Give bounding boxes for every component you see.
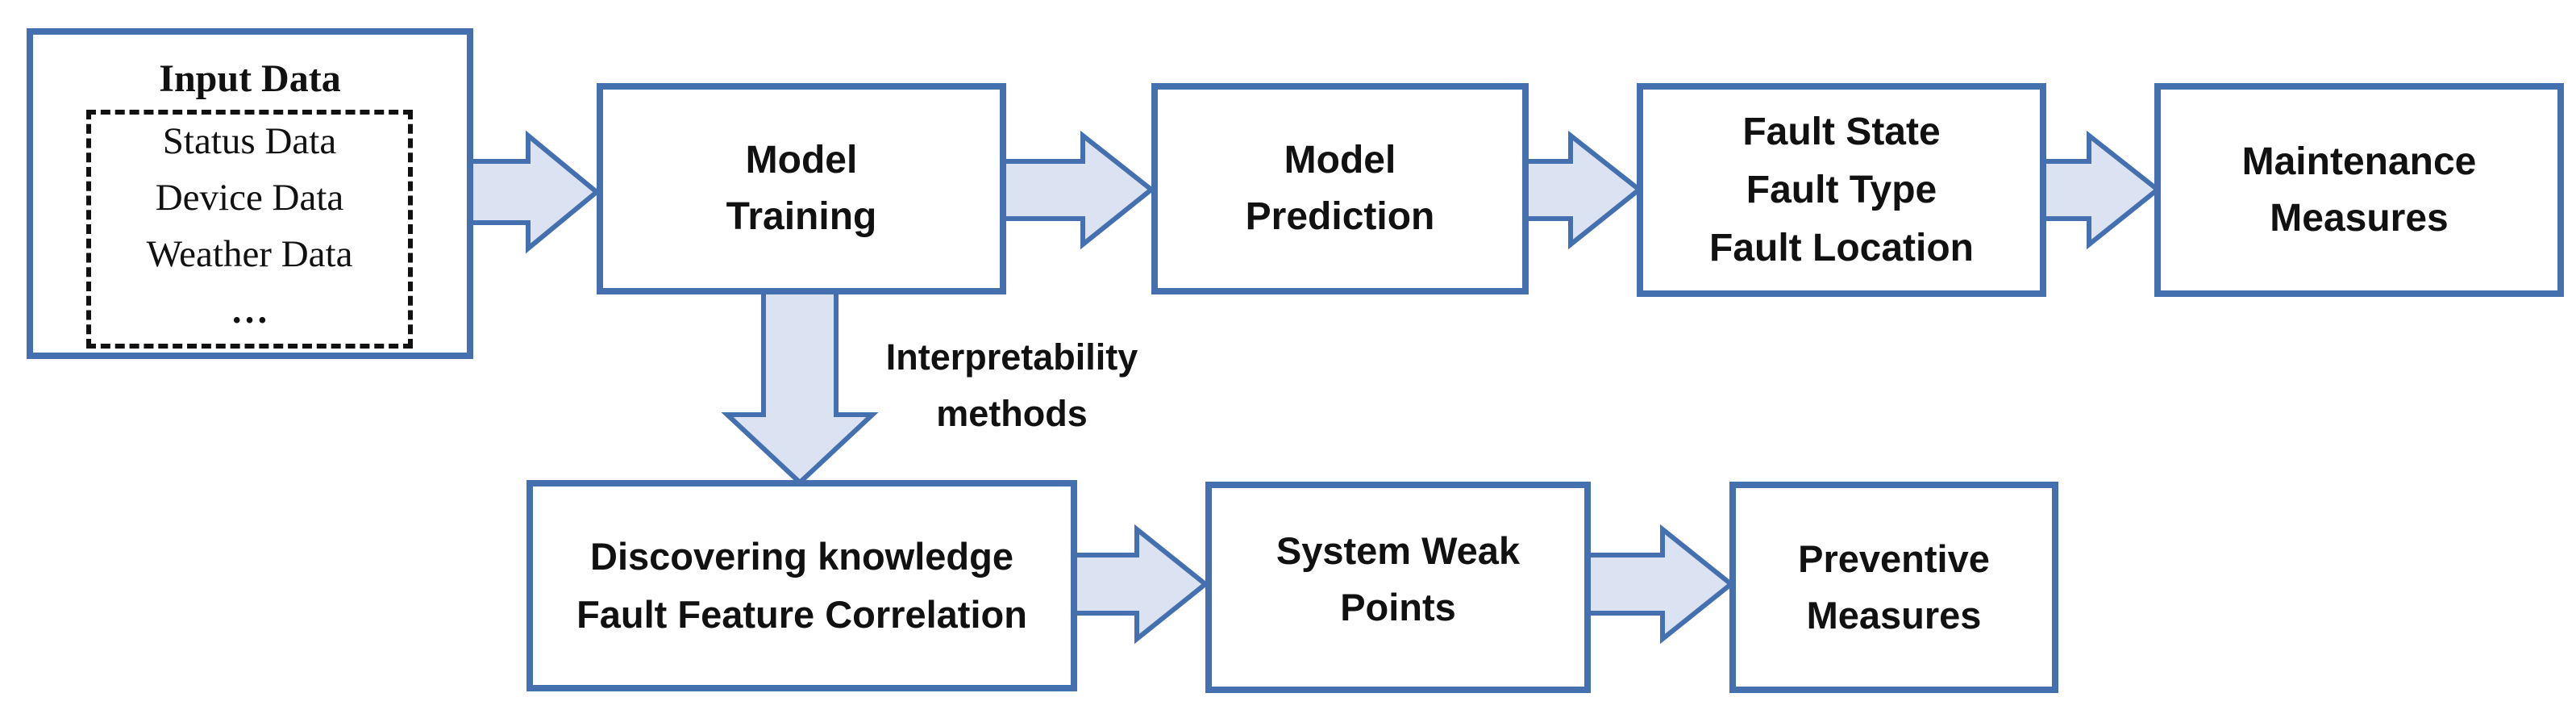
- input-data-title: Input Data: [159, 56, 341, 100]
- arrow-weakpoints-to-preventive: [1586, 524, 1735, 645]
- input-item-status: Status Data: [162, 120, 337, 162]
- discovering-box: [526, 480, 1077, 691]
- discovering-label: Discovering knowledge Fault Feature Corr…: [576, 535, 1027, 636]
- input-item-ellipsis: …: [231, 290, 268, 332]
- arrow-prediction-to-faults: [1524, 130, 1643, 250]
- maintenance-label: Maintenance Measures: [2241, 140, 2477, 240]
- model-training-box: [597, 83, 1006, 294]
- weak-points-box: [1205, 482, 1591, 693]
- arrow-faults-to-maintenance: [2041, 130, 2162, 250]
- arrow-training-to-prediction: [1001, 130, 1155, 250]
- fault-outputs-box: [1637, 83, 2046, 297]
- preventive-box: [1729, 482, 2058, 693]
- arrow-input-to-training: [467, 130, 601, 254]
- interpretability-label: Interpretability methods: [885, 336, 1138, 434]
- arrow-training-to-discovering: [721, 290, 879, 486]
- model-prediction-box: [1151, 83, 1529, 294]
- model-prediction-label: Model Prediction: [1245, 139, 1435, 238]
- input-data-list: Status Data Device Data Weather Data …: [86, 113, 413, 344]
- input-item-weather: Weather Data: [146, 233, 353, 275]
- maintenance-box: [2154, 83, 2564, 297]
- input-item-device: Device Data: [155, 177, 344, 219]
- preventive-label: Preventive Measures: [1798, 537, 1990, 637]
- fault-outputs-label: Fault State Fault Type Fault Location: [1709, 110, 1974, 269]
- weak-points-label: System Weak Points: [1276, 529, 1521, 628]
- model-training-label: Model Training: [726, 139, 877, 238]
- input-data-list-frame: [86, 110, 413, 349]
- arrow-discovering-to-weakpoints: [1072, 524, 1209, 645]
